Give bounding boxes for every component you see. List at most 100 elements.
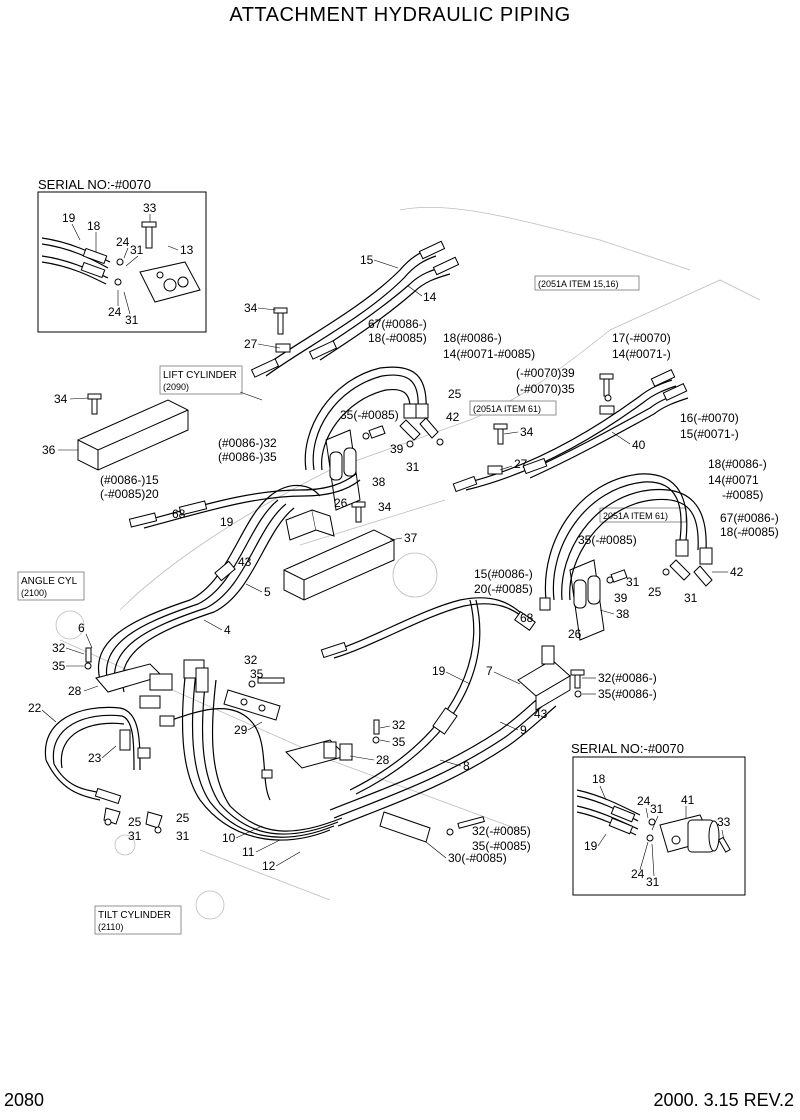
- svg-text:40: 40: [632, 438, 646, 452]
- valve-bracket-left: [304, 366, 444, 511]
- hose-assembly-right-upper: [452, 369, 689, 493]
- svg-text:18: 18: [592, 772, 606, 786]
- svg-text:31: 31: [406, 460, 420, 474]
- svg-text:32: 32: [244, 653, 258, 667]
- svg-text:19: 19: [432, 664, 446, 678]
- svg-text:ANGLE CYL: ANGLE CYL: [21, 576, 78, 587]
- svg-text:35(-#0085): 35(-#0085): [578, 533, 637, 547]
- svg-text:22: 22: [28, 701, 42, 715]
- svg-text:2051A ITEM 61): 2051A ITEM 61): [603, 511, 668, 521]
- svg-text:(#0086-)15: (#0086-)15: [100, 473, 159, 487]
- svg-text:15(#0071-): 15(#0071-): [680, 427, 739, 441]
- svg-text:33: 33: [717, 815, 731, 829]
- hose-assembly-central: [128, 473, 585, 827]
- svg-text:41: 41: [681, 793, 695, 807]
- svg-text:39: 39: [614, 591, 628, 605]
- svg-text:67(#0086-): 67(#0086-): [720, 511, 779, 525]
- svg-text:43: 43: [238, 555, 252, 569]
- svg-text:LIFT CYLINDER: LIFT CYLINDER: [163, 370, 237, 381]
- svg-text:25: 25: [128, 815, 142, 829]
- svg-text:31: 31: [176, 829, 190, 843]
- svg-text:(#0086-)32: (#0086-)32: [218, 436, 277, 450]
- svg-text:(2100): (2100): [21, 588, 47, 598]
- svg-text:34: 34: [520, 425, 534, 439]
- svg-text:31: 31: [684, 591, 698, 605]
- inset-heading: SERIAL NO:-#0070: [571, 741, 684, 756]
- svg-text:18(-#0085): 18(-#0085): [720, 525, 779, 539]
- reference-box-item-61: (2051A ITEM 61): [469, 400, 557, 416]
- svg-text:29: 29: [234, 723, 248, 737]
- hose-assembly-upper: [250, 240, 460, 378]
- svg-text:28: 28: [376, 753, 390, 767]
- svg-text:28: 28: [68, 684, 82, 698]
- svg-text:42: 42: [446, 410, 460, 424]
- page-title: ATTACHMENT HYDRAULIC PIPING: [229, 4, 571, 26]
- svg-text:20(-#0085): 20(-#0085): [474, 582, 533, 596]
- svg-text:43: 43: [534, 707, 548, 721]
- svg-text:30(-#0085): 30(-#0085): [448, 851, 507, 865]
- svg-text:36: 36: [42, 443, 56, 457]
- svg-text:38: 38: [616, 607, 630, 621]
- page-number: 2080: [4, 1090, 45, 1110]
- svg-text:31: 31: [128, 829, 142, 843]
- svg-text:16(-#0070): 16(-#0070): [680, 411, 739, 425]
- svg-text:19: 19: [62, 211, 76, 225]
- svg-text:24: 24: [116, 235, 130, 249]
- svg-text:18: 18: [87, 219, 101, 233]
- svg-text:35(-#0085): 35(-#0085): [472, 839, 531, 853]
- svg-text:37: 37: [404, 531, 418, 545]
- svg-text:34: 34: [244, 301, 258, 315]
- svg-text:18(#0086-): 18(#0086-): [443, 331, 502, 345]
- svg-text:68: 68: [172, 507, 186, 521]
- pipe-bundle-left: [44, 484, 335, 834]
- svg-text:34: 34: [378, 500, 392, 514]
- svg-text:(-#0070)35: (-#0070)35: [516, 382, 575, 396]
- svg-text:TILT CYLINDER: TILT CYLINDER: [98, 910, 171, 921]
- svg-text:25: 25: [448, 387, 462, 401]
- svg-text:33: 33: [143, 201, 157, 215]
- svg-text:14(#0071-#0085): 14(#0071-#0085): [443, 347, 535, 361]
- svg-text:6: 6: [78, 621, 85, 635]
- svg-text:42: 42: [730, 565, 744, 579]
- svg-text:35(#0086-): 35(#0086-): [598, 687, 657, 701]
- svg-text:7: 7: [486, 664, 493, 678]
- svg-text:68: 68: [520, 611, 534, 625]
- svg-text:32(#0086-): 32(#0086-): [598, 671, 657, 685]
- svg-text:27: 27: [514, 457, 528, 471]
- svg-text:34: 34: [54, 392, 68, 406]
- svg-text:14: 14: [423, 290, 437, 304]
- svg-text:27: 27: [244, 337, 258, 351]
- block-37: [283, 501, 395, 601]
- pipe-bundle-lower: [159, 659, 485, 843]
- svg-text:39: 39: [390, 442, 404, 456]
- svg-text:(2051A ITEM 15,16): (2051A ITEM 15,16): [538, 279, 619, 289]
- svg-text:25: 25: [648, 585, 662, 599]
- svg-text:31: 31: [125, 313, 139, 327]
- svg-text:31: 31: [626, 575, 640, 589]
- reference-box-tilt-cylinder: TILT CYLINDER (2110): [94, 905, 182, 935]
- svg-text:35: 35: [250, 667, 264, 681]
- svg-text:9: 9: [520, 723, 527, 737]
- svg-text:(2090): (2090): [163, 382, 189, 392]
- svg-text:14(#0071: 14(#0071: [708, 473, 759, 487]
- revision-date: 2000. 3.15 REV.2: [653, 1090, 794, 1110]
- svg-text:32: 32: [52, 641, 66, 655]
- svg-text:(2051A ITEM 61): (2051A ITEM 61): [473, 404, 541, 414]
- svg-text:31: 31: [650, 802, 664, 816]
- svg-text:12: 12: [262, 859, 276, 873]
- svg-text:31: 31: [130, 243, 144, 257]
- inset-serial-bottom: SERIAL NO:-#0070 18 24 31 41 33 19 24 31: [571, 741, 746, 896]
- svg-text:67(#0086-): 67(#0086-): [368, 317, 427, 331]
- valve-bracket-right: [539, 473, 713, 641]
- svg-text:38: 38: [372, 475, 386, 489]
- reference-box-item-15-16: (2051A ITEM 15,16): [534, 275, 640, 291]
- block-36: [77, 393, 189, 471]
- svg-text:11: 11: [242, 845, 255, 859]
- svg-text:24: 24: [637, 794, 651, 808]
- svg-text:5: 5: [264, 585, 271, 599]
- svg-text:19: 19: [584, 839, 598, 853]
- svg-text:24: 24: [108, 305, 122, 319]
- svg-text:18(-#0085): 18(-#0085): [368, 331, 427, 345]
- svg-text:15: 15: [360, 253, 374, 267]
